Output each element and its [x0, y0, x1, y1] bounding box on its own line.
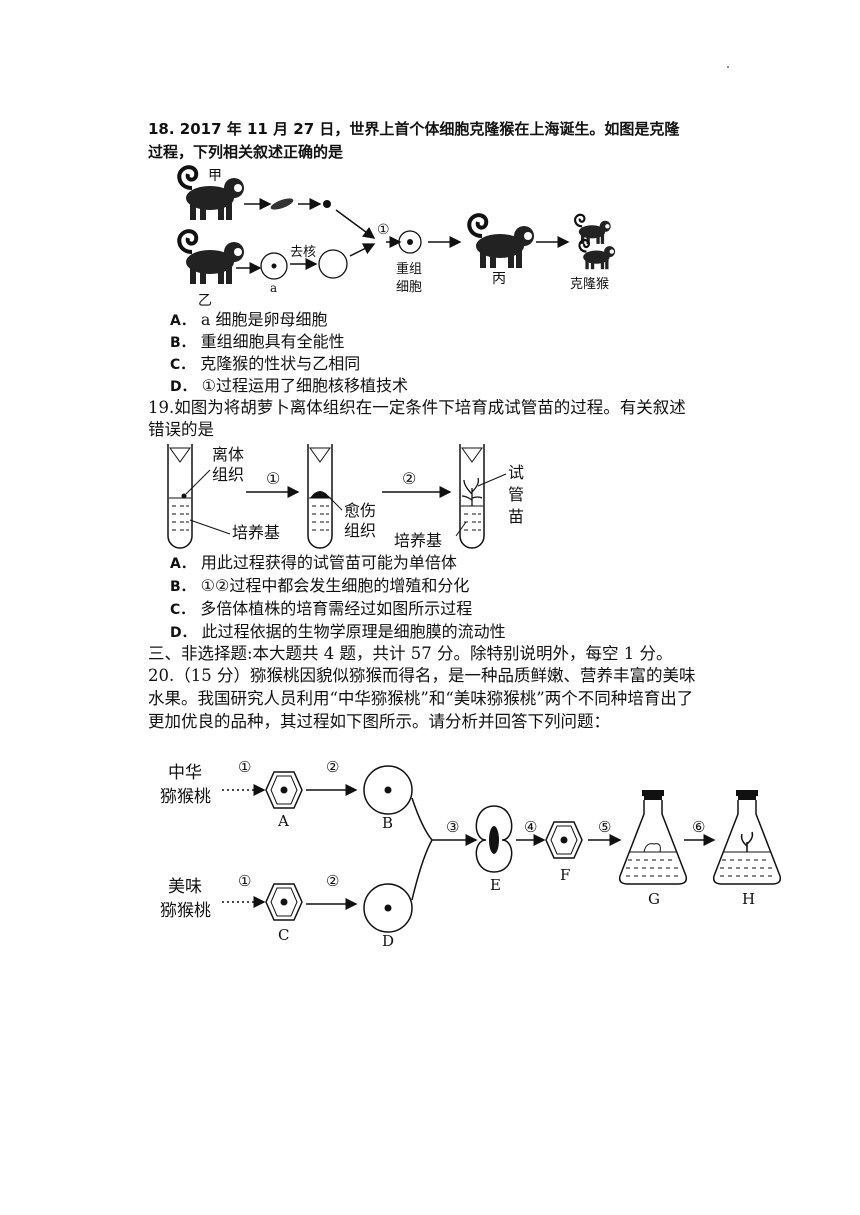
protoplast-B-icon: [363, 765, 413, 815]
q19-option-a: A．用此过程获得的试管苗可能为单倍体: [170, 553, 457, 572]
step1-bottom: ①: [238, 872, 251, 890]
step2-bottom: ②: [326, 872, 339, 890]
label-zhonghua-1: 中华: [168, 763, 202, 783]
label-H: H: [742, 890, 755, 908]
label-remove-nucleus: 去核: [290, 245, 316, 260]
test-tube-2-icon: [307, 444, 333, 549]
section3-heading: 三、非选择题:本大题共 4 题，共计 57 分。除特别说明外，每空 1 分。: [148, 644, 673, 663]
step4: ④: [524, 818, 537, 836]
step2-top: ②: [326, 758, 339, 776]
q20-line1: 20.（15 分）猕猴桃因貌似猕猴而得名，是一种品质鲜嫩、营养丰富的美味: [148, 666, 696, 685]
label-isolated-2: 组织: [212, 465, 244, 484]
oocyte-a-icon: [260, 252, 288, 280]
label-E: E: [490, 876, 501, 894]
label-zhonghua-2: 猕猴桃: [160, 787, 211, 807]
cell-F-icon: [545, 821, 583, 859]
label-C: C: [278, 926, 289, 944]
label-clone-monkey: 克隆猴: [570, 277, 609, 292]
step5: ⑤: [598, 818, 611, 836]
q19-stem-line1: 19.如图为将胡萝卜离体组织在一定条件下培育成试管苗的过程。有关叙述: [148, 398, 686, 417]
q19-stem-line2: 错误的是: [148, 420, 214, 439]
q19-option-b: B．①②过程中都会发生细胞的增殖和分化: [170, 576, 470, 595]
label-a: a: [270, 281, 277, 295]
label-medium-1: 培养基: [232, 523, 280, 542]
label-callus-1: 愈伤: [344, 501, 376, 520]
q18-option-a: A．a 细胞是卵母细胞: [170, 310, 328, 329]
label-isolated-1: 离体: [212, 445, 244, 464]
label-seedling-3: 苗: [508, 507, 524, 526]
label-callus-2: 组织: [344, 521, 376, 540]
label-reconstructed-2: 细胞: [396, 280, 422, 295]
q18-option-c: C．克隆猴的性状与乙相同: [170, 354, 361, 373]
label-G: G: [648, 890, 660, 908]
label-D: D: [382, 932, 394, 950]
label-bing: 丙: [492, 271, 506, 287]
label-F: F: [560, 866, 570, 884]
label-yi: 乙: [198, 293, 212, 309]
monkey-bing-icon: [467, 213, 536, 270]
label-B: B: [382, 814, 393, 832]
q18-stem-line1: 18. 2017 年 11 月 27 日，世界上首个体细胞克隆猴在上海诞生。如图…: [148, 120, 680, 138]
label-meiwei-1: 美味: [168, 877, 202, 897]
label-reconstructed-1: 重组: [396, 261, 422, 277]
label-jia: 甲: [208, 168, 222, 184]
q20-line2: 水果。我国研究人员利用“中华猕猴桃”和“美味猕猴桃”两个不同种培育出了: [148, 689, 694, 708]
label-meiwei-2: 猕猴桃: [160, 901, 211, 921]
protoplast-D-icon: [363, 883, 413, 933]
label-step1: ①: [377, 222, 390, 238]
nucleus-icon: [323, 200, 331, 208]
label-A: A: [277, 812, 289, 830]
q19-tissue-culture-diagram: 离体 组织 培养基 ① 愈伤 组织 ② 试 管 苗: [167, 444, 524, 550]
somatic-cell-icon: [270, 198, 294, 210]
flask-H-icon: [712, 790, 782, 885]
label-step2: ②: [402, 469, 416, 488]
step1-top: ①: [238, 758, 251, 776]
q18-option-b: B．重组细胞具有全能性: [170, 332, 345, 351]
reconstructed-cell-icon: [398, 230, 422, 254]
monkey-yi-icon: [177, 229, 246, 286]
enucleated-oocyte-icon: [318, 249, 348, 279]
label-step1: ①: [266, 469, 280, 488]
page-mark: [727, 66, 729, 68]
q20-protoplast-fusion-diagram: 中华 猕猴桃 ① A ② B 美味 猕猴桃 ① C ② D ③ E ④ F: [160, 758, 782, 950]
step3: ③: [446, 818, 459, 836]
label-medium-2: 培养基: [394, 531, 442, 550]
q18-option-d: D．①过程运用了细胞核移植技术: [170, 376, 408, 395]
cell-A-icon: [265, 771, 303, 809]
label-seedling-2: 管: [508, 485, 524, 504]
q19-option-d: D．此过程依据的生物学原理是细胞膜的流动性: [170, 622, 506, 641]
q18-cloning-diagram: 甲 乙 a 去核 ① 重组 细胞 丙 克隆猴: [177, 165, 617, 309]
fused-cell-E-icon: [475, 805, 513, 873]
cell-C-icon: [265, 883, 303, 921]
test-tube-1-icon: [167, 444, 193, 549]
q18-stem-line2: 过程，下列相关叙述正确的是: [148, 143, 344, 161]
flask-G-icon: [618, 790, 688, 885]
clone-monkey-icon: [573, 213, 617, 271]
step6: ⑥: [692, 818, 705, 836]
test-tube-3-icon: [459, 444, 485, 549]
q20-line3: 更加优良的品种，其过程如下图所示。请分析并回答下列问题：: [148, 712, 610, 731]
label-seedling-1: 试: [508, 463, 524, 482]
q19-option-c: C．多倍体植株的培育需经过如图所示过程: [170, 599, 473, 618]
